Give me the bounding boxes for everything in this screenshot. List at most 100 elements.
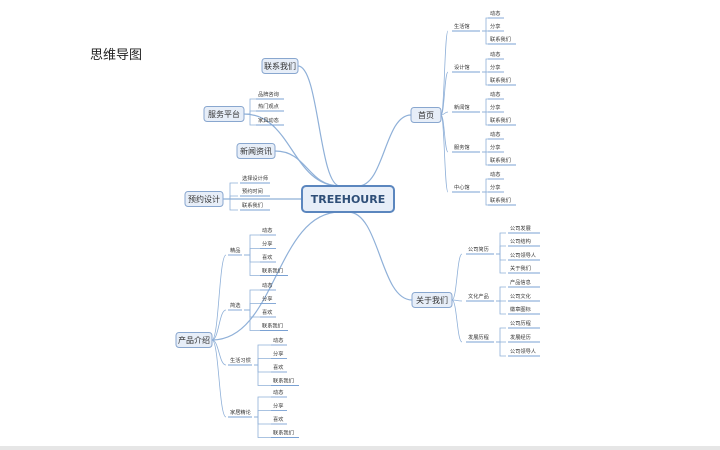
subnode-about-1[interactable]: 文化产品 (466, 292, 494, 302)
subnode-product-3[interactable]: 家居精论 (228, 408, 252, 418)
product-leaf-connector (254, 344, 271, 366)
leaf-hall-1-0[interactable]: 动态 (488, 50, 504, 60)
leaf-about-1-1[interactable]: 公司文化 (508, 292, 540, 302)
leaf-hall-4-0[interactable]: 动态 (488, 170, 504, 180)
subnode-hall-2[interactable]: 新闻馆 (452, 103, 480, 113)
leaf-hall-3-1[interactable]: 分享 (488, 143, 504, 153)
leaf-about-2-1[interactable]: 发展经历 (508, 333, 540, 343)
leaf-about-0-3[interactable]: 关于我们 (508, 264, 540, 274)
leaf-product-2-2[interactable]: 喜欢 (271, 363, 287, 373)
subnode-hall-1[interactable]: 设计馆 (452, 63, 480, 73)
leaf-hall-0-2[interactable]: 联系我们 (488, 35, 516, 45)
leaf-product-1-0[interactable]: 动态 (260, 281, 276, 291)
hall-leaf-connector (482, 151, 490, 166)
leaf-hall-0-0[interactable]: 动态 (488, 9, 504, 19)
subnode-hall-0[interactable]: 生活馆 (452, 22, 480, 32)
subnode-hall-4[interactable]: 中心馆 (452, 183, 480, 193)
leaf-about-0-1-label: 公司结构 (510, 237, 531, 245)
leaf-product-3-0[interactable]: 动态 (271, 388, 287, 398)
leaf-about-2-2[interactable]: 公司领导人 (508, 347, 540, 357)
leaf-product-2-3[interactable]: 联系我们 (271, 377, 299, 386)
node-left-4[interactable]: 产品介绍 (175, 332, 213, 348)
node-about-us[interactable]: 关于我们 (411, 292, 453, 308)
leaf-product-3-3[interactable]: 联系我们 (271, 429, 299, 438)
leaf-product-0-3-label: 联系我们 (262, 267, 283, 275)
leaf-hall-2-0[interactable]: 动态 (488, 90, 504, 100)
leaf-product-2-1[interactable]: 分享 (271, 350, 287, 359)
leaf-booking-2-label: 联系我们 (242, 201, 263, 209)
leaf-hall-0-1[interactable]: 分享 (488, 22, 504, 32)
leaf-product-3-2-label: 喜欢 (273, 415, 284, 423)
central-to-left-2-connector (274, 150, 341, 187)
leaf-product-0-3[interactable]: 联系我们 (260, 267, 288, 276)
node-left-3[interactable]: 预约设计 (184, 191, 224, 207)
leaf-hall-3-2[interactable]: 联系我们 (488, 156, 516, 166)
leaf-product-1-1[interactable]: 分享 (260, 295, 276, 304)
subnode-about-0[interactable]: 公司简历 (466, 245, 494, 255)
central-node[interactable]: TREEHOURE (301, 185, 395, 213)
leaf-service-2[interactable]: 家具动态 (256, 116, 284, 126)
leaf-about-1-2[interactable]: 徽章图标 (508, 305, 540, 315)
leaf-product-0-1[interactable]: 分享 (260, 240, 276, 249)
hall-leaf-connector (482, 138, 490, 153)
subnode-about-1-label: 文化产品 (468, 292, 489, 300)
leaf-product-2-1-label: 分享 (273, 350, 283, 358)
node-homepage[interactable]: 首页 (410, 107, 442, 123)
leaf-booking-1-label: 预约时间 (242, 187, 263, 195)
subnode-product-0-label: 精品 (230, 246, 240, 254)
subnode-product-1-label: 简选 (230, 301, 240, 309)
product-leaf-connector (244, 254, 260, 263)
product-leaf-connector (244, 248, 260, 256)
subnode-product-1[interactable]: 简选 (228, 301, 242, 311)
leaf-service-1[interactable]: 热门观点 (256, 102, 284, 112)
leaf-product-3-2[interactable]: 喜欢 (271, 415, 287, 425)
about-branch-connector (451, 299, 463, 343)
leaf-service-0[interactable]: 品牌咨询 (256, 90, 284, 100)
leaf-booking-0[interactable]: 选择设计师 (240, 174, 270, 184)
leaf-hall-1-1-label: 分享 (490, 63, 500, 71)
leaf-about-2-0[interactable]: 公司历程 (508, 319, 540, 329)
node-left-2[interactable]: 新闻资讯 (236, 143, 276, 159)
subnode-hall-3[interactable]: 服务馆 (452, 143, 480, 153)
leaf-product-0-2[interactable]: 喜欢 (260, 253, 276, 263)
leaf-product-3-1[interactable]: 分享 (271, 402, 287, 411)
leaf-product-2-0[interactable]: 动态 (271, 336, 287, 346)
product-leaf-connector (254, 396, 271, 418)
leaf-product-2-2-label: 喜欢 (273, 363, 284, 371)
product-leaf-connector (244, 289, 260, 311)
node-left-0[interactable]: 联系我们 (261, 58, 299, 74)
node-homepage-label: 首页 (418, 110, 434, 120)
leaf-product-1-0-label: 动态 (262, 281, 272, 289)
leaf-hall-3-1-label: 分享 (490, 143, 500, 151)
subnode-about-2[interactable]: 发展历程 (466, 333, 494, 343)
leaf-about-0-2[interactable]: 公司领导人 (508, 251, 540, 261)
leaf-product-1-3[interactable]: 联系我们 (260, 322, 288, 331)
product-leaf-connector (254, 416, 271, 425)
about-leaf-connector (496, 253, 506, 261)
leaf-hall-4-2[interactable]: 联系我们 (488, 196, 516, 206)
leaf-booking-1[interactable]: 预约时间 (240, 187, 270, 197)
product-leaf-connector (244, 309, 260, 331)
leaf-about-0-0[interactable]: 公司发展 (508, 224, 540, 234)
product-leaf-connector (254, 364, 271, 373)
leaf-hall-1-1[interactable]: 分享 (488, 63, 504, 73)
leaf-product-0-0[interactable]: 动态 (260, 226, 276, 236)
leaf-about-0-1[interactable]: 公司结构 (508, 237, 540, 247)
leaf-hall-2-1[interactable]: 分享 (488, 103, 504, 113)
hall-leaf-connector (482, 71, 490, 86)
hall-leaf-connector (482, 17, 490, 32)
leaf-booking-2[interactable]: 联系我们 (240, 201, 270, 211)
leaf-product-1-1-label: 分享 (262, 295, 272, 303)
leaf-hall-1-2[interactable]: 联系我们 (488, 76, 516, 86)
leaf-hall-4-1[interactable]: 分享 (488, 183, 504, 193)
bottom-scrollbar (0, 446, 720, 450)
subnode-hall-1-label: 设计馆 (454, 63, 470, 71)
node-left-1[interactable]: 服务平台 (203, 106, 245, 122)
leaf-about-1-0[interactable]: 产品信息 (508, 278, 540, 288)
subnode-product-0[interactable]: 精品 (228, 246, 242, 256)
node-left-0-box (261, 58, 299, 74)
leaf-product-1-2[interactable]: 喜欢 (260, 308, 276, 318)
leaf-hall-2-2[interactable]: 联系我们 (488, 116, 516, 126)
subnode-product-2[interactable]: 生活习惯 (228, 356, 252, 366)
leaf-hall-3-0[interactable]: 动态 (488, 130, 504, 140)
